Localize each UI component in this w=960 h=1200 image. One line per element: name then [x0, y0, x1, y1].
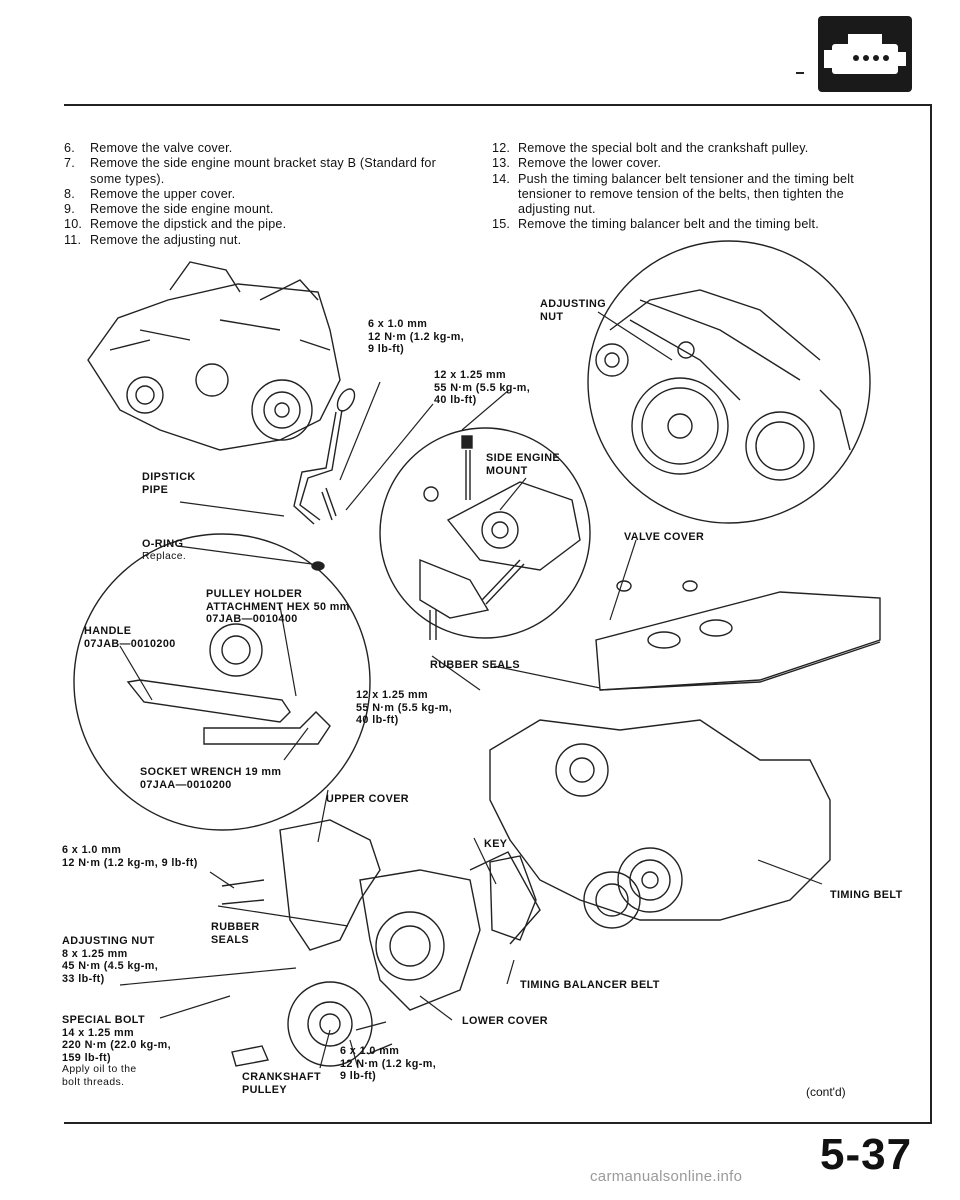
timing-belt-label: TIMING BELT — [830, 889, 903, 901]
adjusting-nut-low-label: ADJUSTING NUT 8 x 1.25 mm 45 N·m (4.5 kg… — [62, 935, 159, 985]
bolt-6x1-left-label: 6 x 1.0 mm 12 N·m (1.2 kg-m, 9 lb-ft) — [62, 844, 198, 869]
bolt-12x125-mid-label: 12 x 1.25 mm 55 N·m (5.5 kg-m, 40 lb-ft) — [356, 689, 453, 726]
bolt-6x1-bottom-label: 6 x 1.0 mm 12 N·m (1.2 kg-m, 9 lb-ft) — [340, 1045, 437, 1082]
side-engine-mount-detail-circle — [379, 427, 591, 639]
engine-top-left-drawing — [87, 261, 341, 451]
valve-cover-label: VALVE COVER — [624, 531, 705, 543]
o-ring-label: O-RING Replace. — [142, 538, 187, 562]
dipstick-pipe-label: DIPSTICK PIPE — [142, 471, 196, 496]
socket-wrench-label: SOCKET WRENCH 19 mm 07JAA—0010200 — [140, 766, 282, 791]
step-item: 7.Remove the side engine mount bracket s… — [64, 156, 437, 186]
pulley-holder-detail-circle — [73, 533, 371, 831]
rubber-seals-top-label: RUBBER SEALS — [430, 659, 520, 671]
key-label: KEY — [484, 838, 508, 850]
right-rule — [930, 104, 932, 1124]
lower-cover-label: LOWER COVER — [462, 1015, 548, 1027]
leader-lines — [119, 311, 823, 1069]
adjusting-nut-detail-circle — [587, 240, 871, 524]
special-bolt-label: SPECIAL BOLT 14 x 1.25 mm 220 N·m (22.0 … — [62, 1014, 172, 1088]
step-item: 14.Push the timing balancer belt tension… — [492, 171, 854, 217]
side-engine-mount-label: SIDE ENGINE MOUNT — [486, 452, 560, 477]
watermark: carmanualsonline.info — [590, 1168, 743, 1185]
bottom-rule — [64, 1122, 932, 1124]
timing-balancer-belt-label: TIMING BALANCER BELT — [520, 979, 660, 991]
steps-left-list: 6.Remove the valve cover. 7.Remove the s… — [64, 141, 444, 248]
adjusting-nut-detail-drawing — [595, 289, 851, 481]
step-item: 10.Remove the dipstick and the pipe. — [64, 217, 287, 232]
header-dash — [796, 72, 804, 74]
rubber-seals-low-label: RUBBER SEALS — [211, 921, 260, 946]
step-item: 8.Remove the upper cover. — [64, 186, 236, 201]
bolt-12x125-top-label: 12 x 1.25 mm 55 N·m (5.5 kg-m, 40 lb-ft) — [434, 369, 531, 406]
pulley-holder-label: PULLEY HOLDER ATTACHMENT HEX 50 mm 07JAB… — [206, 588, 350, 625]
step-item: 15.Remove the timing balancer belt and t… — [492, 217, 819, 232]
side-engine-mount-drawing — [419, 435, 581, 640]
bolt-6x1-label: 6 x 1.0 mm 12 N·m (1.2 kg-m, 9 lb-ft) — [368, 318, 465, 355]
step-item: 13.Remove the lower cover. — [492, 156, 662, 171]
handle-label: HANDLE 07JAB—0010200 — [84, 625, 176, 650]
top-rule — [64, 104, 932, 106]
page-number: 5-37 — [820, 1130, 913, 1179]
adjusting-nut-label: ADJUSTING NUT — [540, 298, 606, 323]
steps-right-list: 12.Remove the special bolt and the crank… — [492, 141, 872, 233]
pulley-holder-tools-drawing — [126, 623, 331, 745]
step-item: 6.Remove the valve cover. — [64, 141, 233, 155]
upper-cover-label: UPPER COVER — [326, 793, 409, 805]
engine-icon — [818, 16, 912, 92]
step-item: 9.Remove the side engine mount. — [64, 202, 274, 217]
step-item: 12.Remove the special bolt and the crank… — [492, 141, 809, 155]
dipstick-pipe-drawing — [293, 388, 356, 571]
crankshaft-pulley-label: CRANKSHAFT PULLEY — [242, 1071, 321, 1096]
valve-cover-drawing — [595, 580, 881, 691]
step-item: 11.Remove the adjusting nut. — [64, 232, 242, 247]
continued-label: (cont'd) — [806, 1085, 846, 1099]
